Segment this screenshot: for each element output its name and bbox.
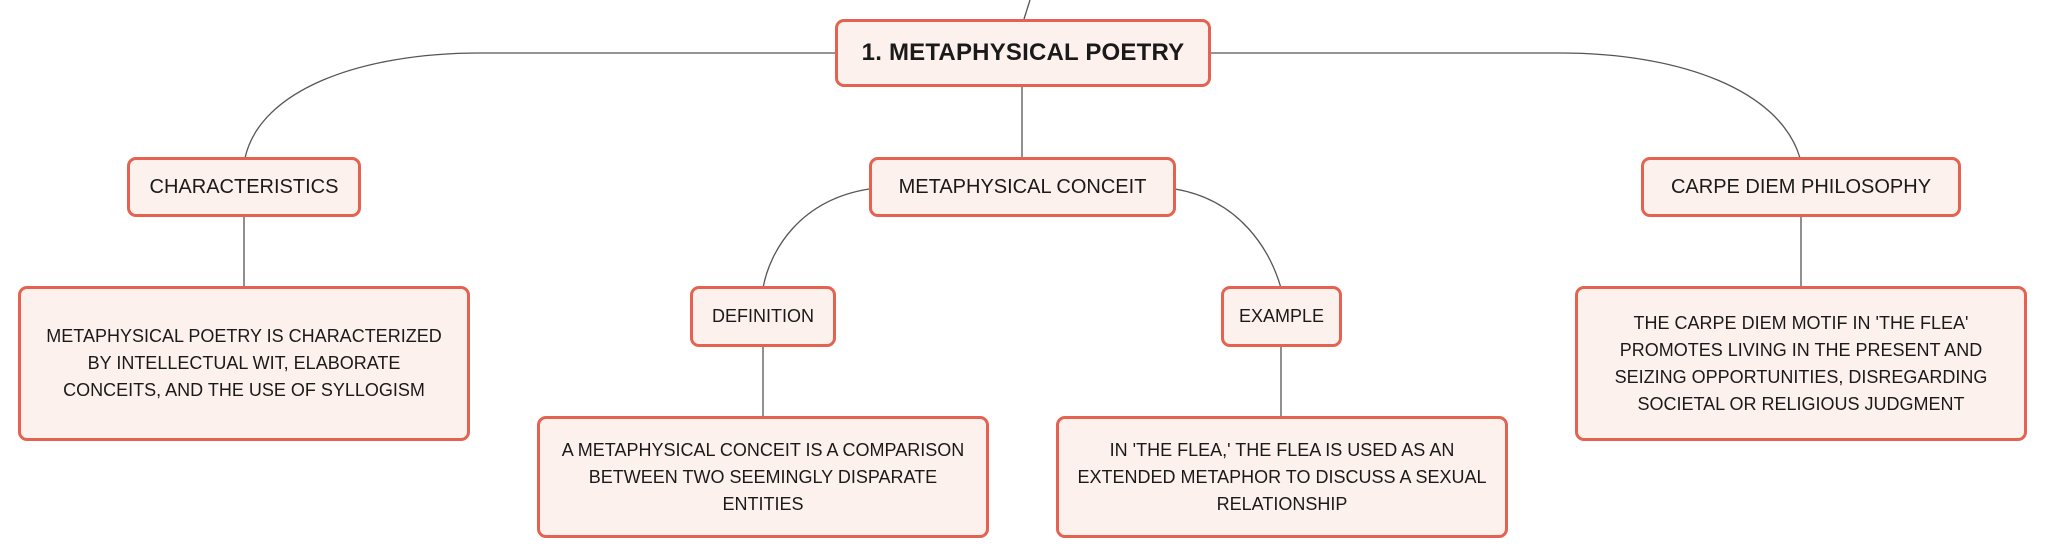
characteristics-node-label: CHARACTERISTICS [149,175,339,198]
characteristics-detail-text: METAPHYSICAL POETRY IS CHARACTERIZED BY … [46,326,442,400]
definition-node-label: DEFINITION [712,306,814,326]
characteristics-node[interactable]: CHARACTERISTICS [127,157,361,217]
carpe-diem-node[interactable]: CARPE DIEM PHILOSOPHY [1641,157,1961,217]
example-detail-node[interactable]: IN 'THE FLEA,' THE FLEA IS USED AS AN EX… [1056,416,1508,538]
root-node-label: 1. METAPHYSICAL POETRY [861,39,1185,66]
root-node[interactable]: 1. METAPHYSICAL POETRY [835,19,1211,87]
carpe-diem-detail-node[interactable]: THE CARPE DIEM MOTIF IN 'THE FLEA' PROMO… [1575,286,2027,441]
example-node[interactable]: EXAMPLE [1221,286,1342,347]
connector-conceit-to-example [1174,188,1282,289]
carpe-diem-detail-text: THE CARPE DIEM MOTIF IN 'THE FLEA' PROMO… [1614,312,1988,414]
connector-root-to-carpe-diem [1210,52,1801,159]
metaphysical-conceit-node-label: METAPHYSICAL CONCEIT [898,175,1147,198]
connector-parent-to-root [1023,0,1031,20]
carpe-diem-node-label: CARPE DIEM PHILOSOPHY [1670,175,1932,198]
connector-conceit-to-definition [762,188,870,289]
definition-detail-node[interactable]: A METAPHYSICAL CONCEIT IS A COMPARISON B… [537,416,989,538]
definition-detail-text: A METAPHYSICAL CONCEIT IS A COMPARISON B… [561,439,965,514]
characteristics-detail-node[interactable]: METAPHYSICAL POETRY IS CHARACTERIZED BY … [18,286,470,441]
connector-root-to-characteristics [244,52,835,159]
example-node-label: EXAMPLE [1238,306,1325,326]
metaphysical-conceit-node[interactable]: METAPHYSICAL CONCEIT [869,157,1176,217]
example-detail-text: IN 'THE FLEA,' THE FLEA IS USED AS AN EX… [1077,439,1487,514]
definition-node[interactable]: DEFINITION [690,286,836,347]
